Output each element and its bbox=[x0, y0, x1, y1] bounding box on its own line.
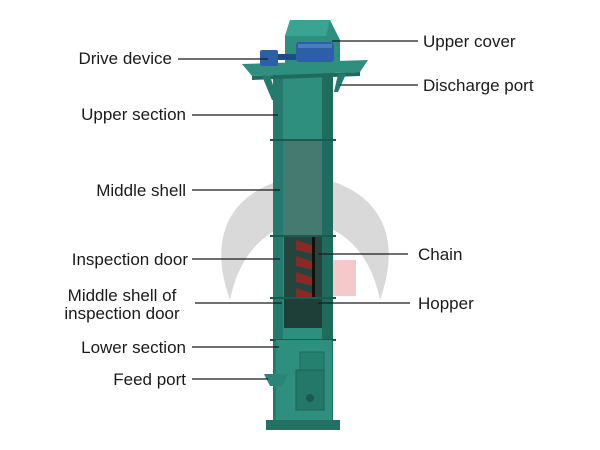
label-drive-device: Drive device bbox=[78, 49, 172, 68]
label-hopper: Hopper bbox=[418, 294, 474, 313]
label-middle-shell-of-inspection-door: Middle shell of inspection door bbox=[55, 287, 189, 323]
label-discharge-port: Discharge port bbox=[423, 76, 534, 95]
label-upper-section: Upper section bbox=[81, 105, 186, 124]
label-inspection-door: Inspection door bbox=[71, 250, 188, 269]
label-chain: Chain bbox=[418, 245, 463, 264]
label-middle-shell-of-inspection-door-line1: Middle shell of bbox=[67, 286, 177, 305]
label-feed-port: Feed port bbox=[113, 370, 186, 389]
label-upper-cover: Upper cover bbox=[423, 32, 516, 51]
label-middle-shell: Middle shell bbox=[96, 181, 186, 200]
bucket-elevator-illustration bbox=[242, 20, 368, 430]
label-lower-section: Lower section bbox=[81, 338, 186, 357]
label-middle-shell-of-inspection-door-line2: inspection door bbox=[64, 304, 180, 323]
leader-lines bbox=[178, 40, 418, 380]
watermark-logo bbox=[221, 175, 389, 300]
